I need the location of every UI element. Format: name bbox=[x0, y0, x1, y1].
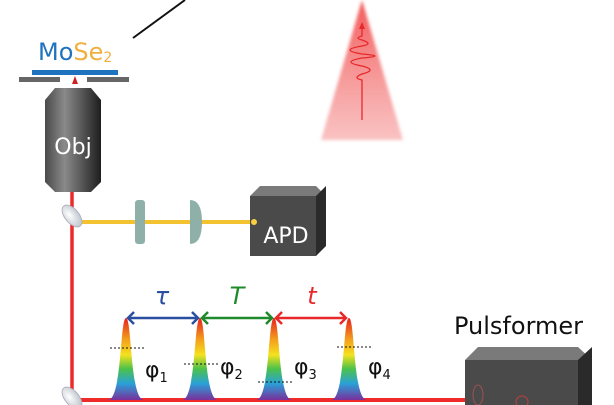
delay-arrow-t bbox=[274, 311, 348, 325]
pulse-4 bbox=[331, 318, 367, 400]
phase-label-2: φ2 bbox=[220, 355, 243, 383]
mirror-top[interactable] bbox=[58, 202, 85, 231]
pointer-line bbox=[132, 0, 186, 39]
mirror-bottom[interactable] bbox=[58, 384, 85, 405]
substrate-left bbox=[19, 77, 60, 82]
phase-label-4: φ4 bbox=[368, 355, 391, 383]
laser-cone bbox=[321, 0, 403, 140]
focus-arrow-icon bbox=[72, 76, 78, 84]
pulse-2 bbox=[182, 318, 218, 400]
sample-flake bbox=[32, 70, 118, 75]
phase-label-3: φ3 bbox=[294, 355, 317, 383]
wave-arrow-icon bbox=[359, 22, 365, 29]
focusing-lens bbox=[190, 200, 202, 244]
pulse-3 bbox=[256, 318, 292, 400]
delay-label-T: T bbox=[230, 282, 247, 310]
wave-packet-icon bbox=[349, 26, 376, 120]
delay-arrow-T bbox=[200, 311, 274, 325]
substrate-right bbox=[87, 77, 129, 82]
pulsformer-label: Pulsformer bbox=[454, 312, 583, 340]
pulse-1 bbox=[108, 318, 144, 400]
delay-arrow-tau bbox=[126, 311, 200, 325]
pulse-train bbox=[108, 318, 371, 400]
objective-label: Obj bbox=[54, 135, 91, 160]
pulsformer-box bbox=[465, 347, 592, 405]
delay-label-t: t bbox=[307, 282, 318, 310]
apd-detector: APD bbox=[250, 186, 326, 256]
sample-label: MoSe2 bbox=[38, 38, 112, 66]
filter-plate bbox=[135, 200, 145, 244]
apd-label: APD bbox=[263, 224, 308, 249]
delay-label-tau: τ bbox=[155, 282, 170, 310]
phase-label-1: φ1 bbox=[145, 358, 168, 386]
objective-lens bbox=[45, 88, 101, 192]
